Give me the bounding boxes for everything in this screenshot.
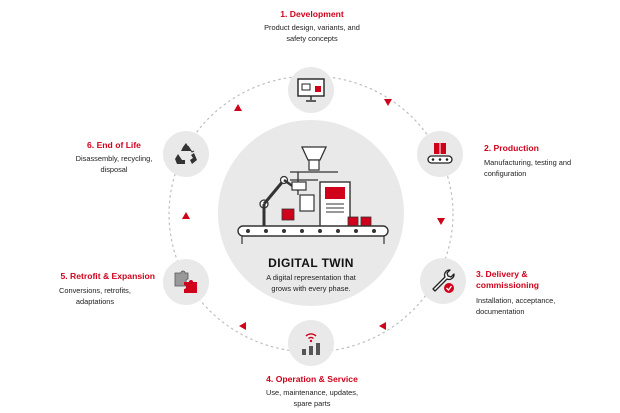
arrow-up-icon (234, 104, 242, 111)
phase-3-title: 3. Delivery & commissioning (476, 269, 540, 290)
phase-5-description: Conversions, retrofits, adaptations (59, 286, 131, 306)
digital-twin-circle (218, 120, 404, 306)
arrow-up-icon (182, 212, 190, 219)
phase-4-node (288, 320, 334, 366)
phase-4-description: Use, maintenance, updates, spare parts (265, 388, 359, 408)
phase-6-node (163, 131, 209, 177)
phase-4-title: 4. Operation & Service (266, 374, 358, 384)
machine-illustration-icon (237, 146, 389, 244)
phase-5-node (163, 259, 209, 305)
phase-1-description: Product design, variants, and safety con… (264, 23, 360, 43)
phase-2-description: Manufacturing, testing and configuration (484, 158, 572, 178)
phase-3-description: Installation, acceptance, documentation (476, 296, 556, 316)
arrow-down-icon (384, 99, 392, 106)
phase-6-title: 6. End of Life (87, 140, 141, 150)
phase-2-title: 2. Production (484, 143, 539, 153)
phase-1-node (288, 67, 334, 113)
monitor-icon (297, 78, 325, 102)
phase-1-title: 1. Development (280, 9, 344, 19)
puzzle-icon (174, 270, 197, 293)
arrow-left-icon (379, 322, 386, 330)
phase-2-node (417, 131, 463, 177)
recycle-icon (175, 143, 197, 164)
phase-3-node (420, 258, 466, 304)
wrench-check-icon (432, 269, 455, 293)
phase-6-description: Disassembly, recycling, disposal (75, 154, 153, 174)
phase-5-title: 5. Retrofit & Expansion (60, 271, 155, 281)
arrow-left-icon (239, 322, 246, 330)
conveyor-box-icon (427, 143, 453, 164)
center-description: A digital representation that grows with… (266, 273, 356, 293)
arrow-down-icon (437, 218, 445, 225)
signal-bars-icon (302, 333, 320, 355)
center-title: DIGITAL TWIN (268, 256, 354, 270)
